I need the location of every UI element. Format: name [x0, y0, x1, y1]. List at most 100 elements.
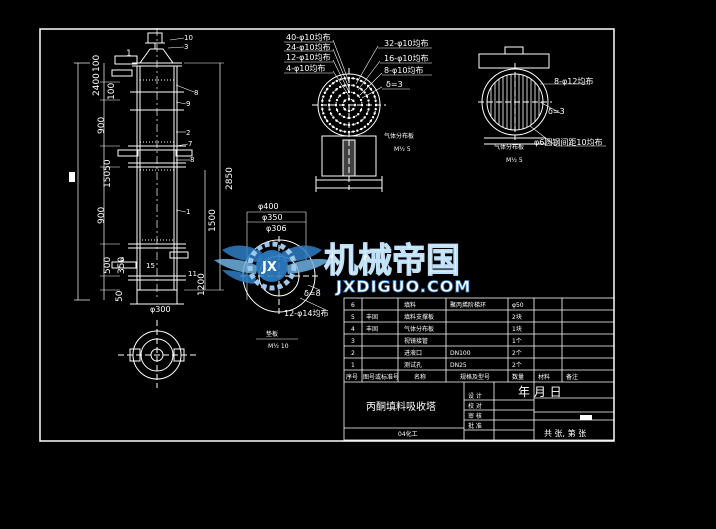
- parts-cell-code: 丰固: [366, 325, 378, 333]
- plate1-hole: [352, 108, 355, 111]
- plate-2-bars: [490, 74, 540, 130]
- plate1-hole: [347, 76, 351, 80]
- gas-distributor-plate-1: [284, 39, 432, 192]
- plate1-hole: [347, 109, 351, 113]
- plate1-hole: [352, 91, 356, 95]
- plate1-hole: [331, 125, 335, 129]
- plate1-hole: [360, 88, 363, 91]
- watermark-brand-cn: 机械帝国: [324, 241, 460, 281]
- tag-8b: 8: [190, 156, 194, 164]
- parts-cell-no: 1: [351, 362, 355, 369]
- plate1-hole: [359, 108, 363, 112]
- tag-9: 9: [186, 100, 190, 108]
- plate1-hole: [373, 95, 376, 98]
- th-material: 材料: [538, 373, 550, 381]
- plate1-hole: [320, 103, 324, 107]
- flange-dim-350: φ350: [262, 213, 283, 222]
- plate1-hole: [360, 79, 363, 83]
- plate-1-dots: [320, 76, 378, 134]
- parts-cell-no: 4: [351, 326, 355, 333]
- plate1-hole: [327, 103, 331, 107]
- tag-10: 10: [184, 34, 193, 42]
- dim-15050: 15050: [103, 159, 113, 188]
- parts-table-grid: [343, 297, 615, 441]
- dim-900b: 900: [97, 207, 107, 224]
- plate1-hole: [323, 116, 327, 119]
- parts-cell-name: 填料: [404, 301, 416, 309]
- plate2-note-thick: δ=3: [548, 107, 565, 116]
- parts-cell-code: 丰固: [366, 313, 378, 321]
- tower-plan-view: [118, 320, 196, 388]
- plate1-hole: [335, 119, 338, 122]
- plate1-hole: [321, 108, 324, 111]
- drawing-title: 丙酮填料吸收塔: [366, 400, 436, 413]
- plate1-hole: [369, 119, 373, 123]
- plate1-hole: [334, 103, 338, 107]
- plate1-hole: [325, 119, 329, 123]
- dim-100a: 100: [92, 55, 102, 72]
- plate1-hole: [347, 83, 351, 87]
- dim-1: 1: [126, 49, 132, 59]
- plate1-hole: [367, 108, 370, 111]
- parts-cell-no: 5: [351, 314, 355, 321]
- plate1-hole: [363, 91, 366, 94]
- tag-7: 7: [188, 140, 192, 148]
- plate1-hole: [347, 130, 351, 134]
- th-note: 备注: [566, 373, 578, 381]
- plate1-hole: [373, 112, 376, 115]
- tower-part-tags: 10 3 8 9 2 7 8 1 4 15 11: [120, 34, 198, 278]
- plate1-hole: [356, 129, 359, 132]
- tag-11: 11: [188, 270, 197, 278]
- plate1-note-40: 40-φ10均布: [286, 32, 331, 42]
- plate1-hole: [343, 84, 346, 87]
- dim-350: 350: [117, 257, 127, 274]
- plate1-hole: [352, 84, 355, 87]
- tag-3: 3: [184, 43, 188, 51]
- plate1-hole: [322, 112, 325, 115]
- plate1-note-32: 32-φ10均布: [384, 38, 429, 48]
- plate1-hole: [328, 84, 332, 88]
- tag-15: 15: [146, 262, 155, 270]
- parts-cell-name: 进液口: [404, 349, 422, 357]
- th-spec: 规格及型号: [460, 373, 490, 381]
- parts-table-header: 序号 图号或标准号 名称 规格及型号 数量 材料 备注: [346, 373, 578, 381]
- plate1-hole: [363, 125, 367, 129]
- plate1-hole: [335, 88, 338, 91]
- flange-dim-400: φ400: [258, 202, 279, 211]
- plate1-hole: [352, 123, 355, 126]
- plate2-note-holes: 8-φ12均布: [554, 76, 593, 86]
- plate1-hole: [342, 115, 346, 119]
- parts-cell-no: 2: [351, 350, 355, 357]
- plate1-hole: [321, 99, 324, 102]
- th-qty: 数量: [512, 373, 524, 381]
- plate1-note-thick: δ=3: [386, 80, 403, 89]
- parts-cell-spec: DN25: [450, 362, 467, 369]
- plate1-hole: [322, 95, 325, 98]
- plate2-note-bars: φ6圆钢间距10均布: [534, 137, 603, 147]
- plate1-hole: [360, 127, 363, 131]
- plate1-hole: [347, 123, 351, 127]
- plate1-hole: [366, 122, 370, 126]
- plate1-hole: [329, 112, 333, 115]
- plate1-hole: [335, 79, 338, 83]
- parts-cell-qty: 1块: [512, 325, 522, 333]
- tag-4: 4: [120, 256, 125, 264]
- plate1-hole: [352, 130, 355, 133]
- plate1-hole: [374, 103, 378, 107]
- plate1-hole: [356, 121, 359, 125]
- plate1-hole: [338, 94, 342, 98]
- plate1-hole: [352, 99, 355, 102]
- flange-scale: M½ 10: [268, 343, 289, 350]
- watermark-brand-url: JXDIGUO.COM: [335, 277, 471, 296]
- plate1-hole: [356, 112, 360, 116]
- dim-100b: 100: [107, 83, 117, 100]
- tower-dimensions: 1 100 2400 100 900 15050 900 500 350 50 …: [92, 49, 235, 314]
- dim-500: 500: [103, 257, 113, 274]
- title-block-filled-cell: [580, 415, 592, 420]
- plate-2-notes: 8-φ12均布 δ=3 φ6圆钢间距10均布 气体分布板 M½ 5: [494, 76, 603, 164]
- parts-cell-name: 视镜接管: [404, 337, 428, 345]
- parts-cell-no: 3: [351, 338, 355, 345]
- role-review: 审 核: [468, 412, 482, 420]
